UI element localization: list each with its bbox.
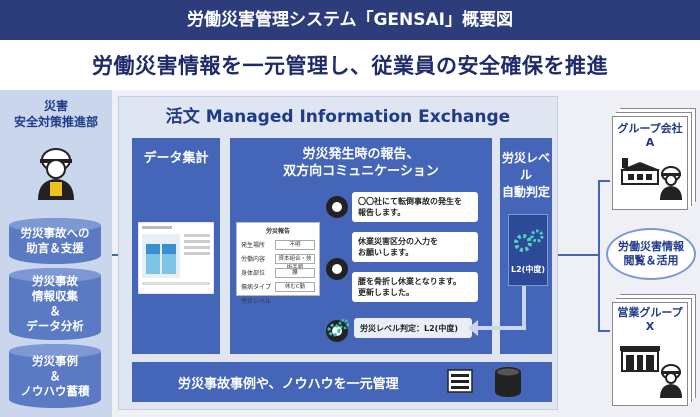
message-bubble: 腰を骨折し休業となります。更新しました。: [352, 272, 478, 302]
page-subtitle: 労働災害情報を一元管理し、従業員の安全確保を推進: [92, 54, 608, 78]
dashboard-screenshot-icon: [138, 222, 214, 294]
cylinder-knowhow-store: 労災事例 ＆ ノウハウ蓄積: [9, 344, 101, 408]
department-label: 災害 安全対策推進部: [13, 99, 98, 129]
level-badge: L2(中度): [511, 265, 545, 274]
connector-right-vertical: [598, 180, 600, 330]
form-row: 発生場所不明: [241, 238, 315, 251]
message-bubble: 休業災害区分の入力をお願いします。: [352, 232, 478, 262]
shop-building-icon: [620, 346, 660, 372]
message-bubble: 〇〇社にて転倒事故の発生を報告します。: [352, 192, 478, 222]
cylinder-data-analysis: 労災事故 情報収集 ＆ データ分析: [9, 268, 101, 340]
info-usage-oval: 労働災害情報閲覧＆活用: [606, 228, 696, 280]
panel-data-title: データ集計: [143, 151, 209, 166]
connector-right: [558, 254, 598, 256]
database-icon: [495, 367, 521, 397]
document-stack-icon: [447, 369, 473, 393]
form-row: 労災レベル: [241, 298, 272, 305]
factory-building-icon: [620, 158, 660, 185]
system-title: 活文 Managed Information Exchange: [165, 107, 511, 127]
sales-group-x-title: 営業グループ X: [617, 306, 683, 333]
panel-level-title: 労災レベル 自動判定: [501, 151, 550, 199]
page-title: 労働災害管理システム「GENSAI」概要図: [186, 10, 513, 30]
connector-left: [112, 254, 120, 256]
connector-to-group-a: [598, 180, 610, 182]
arrow-level-vertical: [522, 286, 526, 330]
gears-icon: [514, 229, 544, 252]
incident-report-form: 労災報告 発生場所不明 労働内容資本組合・技術手順 身体部位腰 傷病タイプ休むC…: [236, 222, 320, 305]
connector-to-group-x: [598, 330, 610, 332]
cylinder-advice-support: 労災事故への 助言＆支援: [9, 218, 101, 264]
group-company-a-title: グループ会社 A: [617, 122, 683, 149]
page-header: 労働災害管理システム「GENSAI」概要図: [0, 0, 700, 40]
form-title: 労災報告: [265, 228, 290, 235]
arrow-level-to-message: [476, 326, 526, 330]
gear-icon: [327, 318, 350, 337]
worker-icon: [660, 364, 682, 398]
avatar: [326, 258, 348, 280]
worker-icon: [660, 166, 682, 200]
safety-worker-icon: [38, 148, 74, 200]
knowledge-bar: 労災事故事例や、ノウハウを一元管理: [132, 362, 552, 402]
form-row: 傷病タイプ休むC勤: [241, 280, 315, 293]
avatar: [326, 196, 348, 218]
arrow-head: [468, 320, 478, 336]
level-result-message: 労災レベル判定：L2(中度): [354, 318, 472, 338]
form-row: 身体部位腰: [241, 266, 315, 279]
panel-report-title: 労災発生時の報告、 双方向コミュニケーション: [283, 147, 439, 179]
form-row: 労働内容資本組合・技術手順: [241, 252, 315, 271]
